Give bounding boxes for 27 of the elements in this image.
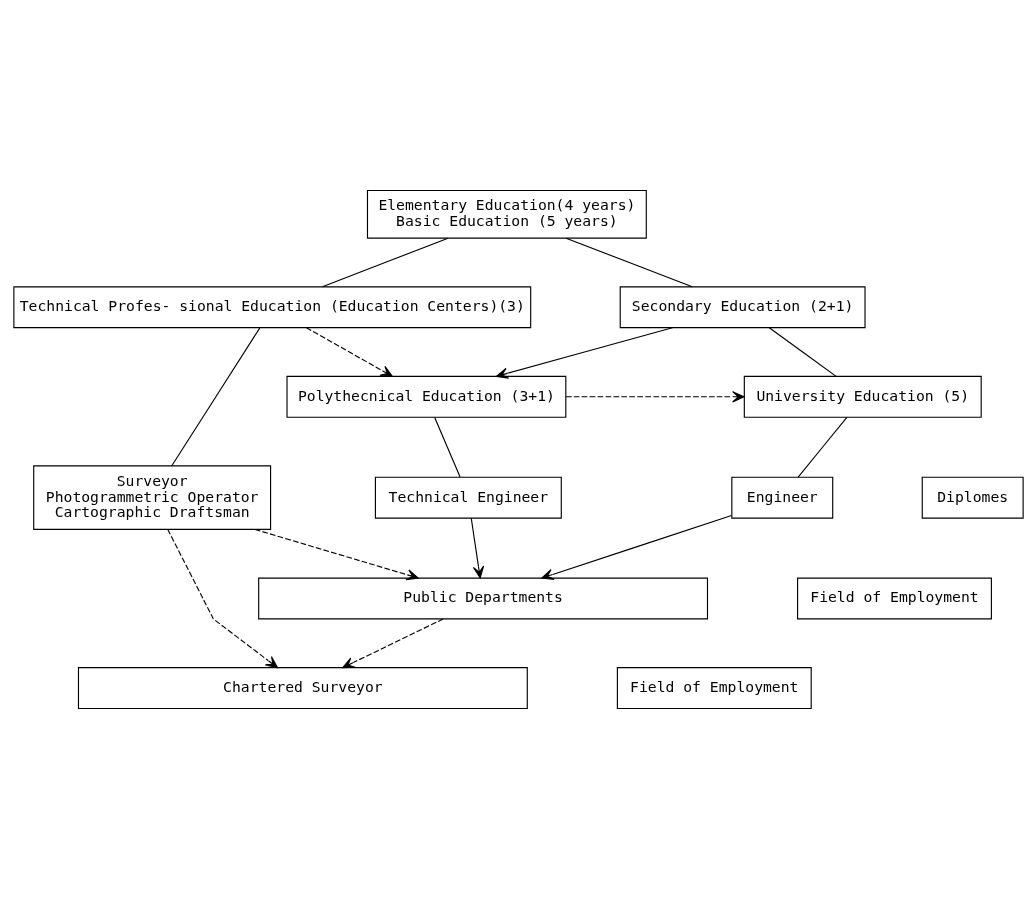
connector xyxy=(170,326,260,466)
node-box: University Education (5) xyxy=(743,375,982,418)
node-box: Public Departments xyxy=(257,577,708,619)
arrow xyxy=(166,528,278,668)
node-box: Secondary Education (2+1) xyxy=(619,285,866,328)
arrow xyxy=(564,390,745,402)
connector xyxy=(433,416,461,478)
arrow xyxy=(540,514,732,580)
node-box: Elementary Education(4 years) Basic Education (5 years) xyxy=(366,189,647,239)
node-box: Engineer xyxy=(730,476,833,519)
connector xyxy=(768,326,837,377)
connector xyxy=(565,237,693,287)
arrow xyxy=(341,617,444,668)
node-box: Surveyor Photogrammetric Operator Cartographic Draftsman xyxy=(32,464,271,530)
arrow xyxy=(470,517,484,579)
connector xyxy=(797,416,847,478)
node-box: Technical Profes- sional Education (Education Centers)(3) xyxy=(12,285,531,328)
node-box: Technical Engineer xyxy=(374,476,562,519)
node-box: Chartered Surveyor xyxy=(77,666,528,709)
node-box: Field of Employment xyxy=(616,666,812,709)
node-box: Diplomes xyxy=(921,476,1024,519)
node-box: Field of Employment xyxy=(796,577,992,619)
arrow xyxy=(254,528,419,580)
arrow xyxy=(495,326,673,379)
node-box: Polythecnical Education (3+1) xyxy=(285,375,566,418)
arrow xyxy=(305,326,393,377)
connector xyxy=(321,237,449,287)
